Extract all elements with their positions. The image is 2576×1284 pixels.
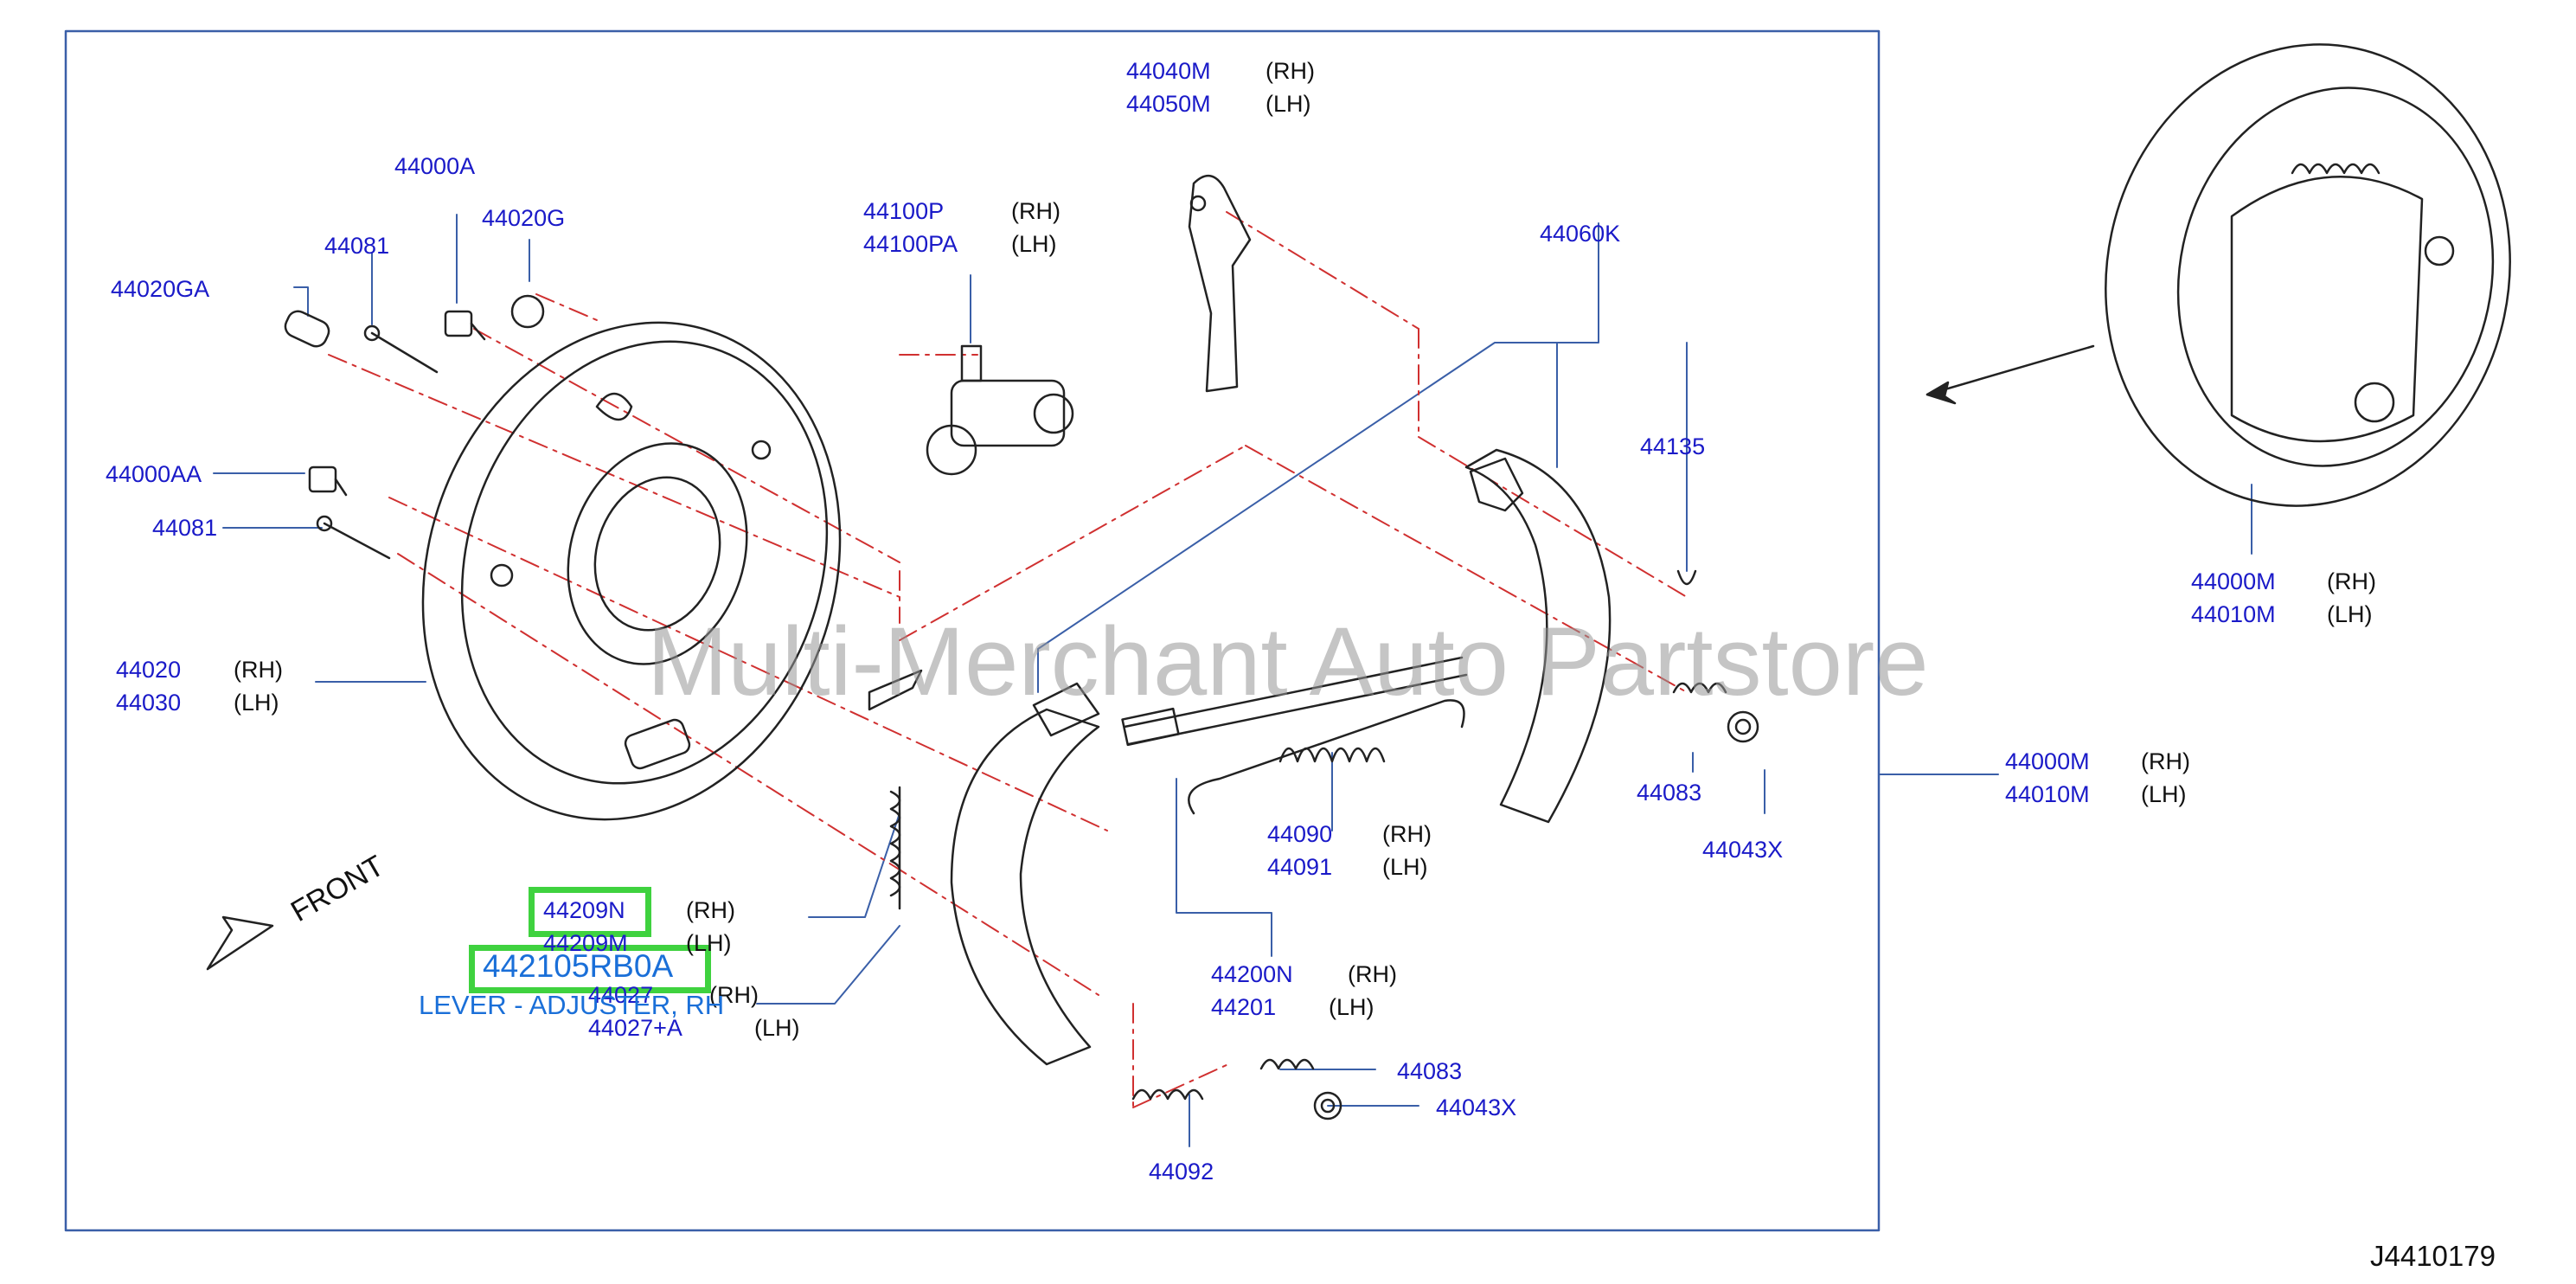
side-designation: (RH) bbox=[2327, 568, 2376, 594]
part-number-44000a[interactable]: 44000A bbox=[394, 153, 476, 179]
part-number-44083[interactable]: 44083 bbox=[1637, 780, 1702, 806]
diagram-frame bbox=[64, 29, 1881, 1232]
part-number-44091[interactable]: 44091 bbox=[1267, 854, 1333, 880]
side-designation: (LH) bbox=[1011, 231, 1057, 257]
part-number-44090[interactable]: 44090 bbox=[1267, 821, 1333, 847]
highlight-box-selected-part bbox=[469, 945, 711, 993]
part-number-44100pa[interactable]: 44100PA bbox=[863, 231, 958, 257]
selected-part-number[interactable]: 442105RB0A bbox=[483, 948, 674, 984]
part-number-44027a[interactable]: 44027+A bbox=[588, 1015, 682, 1041]
side-designation: (LH) bbox=[1382, 854, 1428, 880]
part-number-44010m[interactable]: 44010M bbox=[2005, 781, 2090, 807]
side-designation: (LH) bbox=[754, 1015, 800, 1041]
side-designation: (RH) bbox=[1348, 961, 1397, 987]
part-number-44030[interactable]: 44030 bbox=[116, 690, 182, 716]
part-number-44000m[interactable]: 44000M bbox=[2191, 568, 2276, 594]
part-number-44201[interactable]: 44201 bbox=[1211, 994, 1277, 1020]
part-number-44020ga[interactable]: 44020GA bbox=[111, 276, 210, 302]
side-designation: (RH) bbox=[686, 897, 735, 923]
side-designation: (LH) bbox=[1329, 994, 1375, 1020]
side-designation: (RH) bbox=[1382, 821, 1432, 847]
side-designation: (RH) bbox=[1266, 58, 1315, 84]
part-number-44043x[interactable]: 44043X bbox=[1436, 1095, 1517, 1120]
part-number-44050m[interactable]: 44050M bbox=[1126, 91, 1211, 117]
diagram-code: J4410179 bbox=[2370, 1240, 2496, 1272]
side-designation: (LH) bbox=[2141, 781, 2187, 807]
part-number-44092[interactable]: 44092 bbox=[1149, 1159, 1214, 1184]
part-number-44000m[interactable]: 44000M bbox=[2005, 748, 2090, 774]
part-number-44060k[interactable]: 44060K bbox=[1540, 221, 1621, 247]
side-designation: (LH) bbox=[686, 930, 732, 956]
part-number-44209m[interactable]: 44209M bbox=[543, 930, 628, 956]
side-designation: (LH) bbox=[2327, 601, 2373, 627]
part-number-44135[interactable]: 44135 bbox=[1640, 433, 1706, 459]
part-number-44020[interactable]: 44020 bbox=[116, 657, 182, 683]
part-number-44100p[interactable]: 44100P bbox=[863, 198, 945, 224]
part-number-44043x[interactable]: 44043X bbox=[1702, 837, 1784, 863]
overview-arrow bbox=[1926, 381, 1957, 405]
selected-part-description: LEVER - ADJUSTER, RH bbox=[419, 990, 725, 1020]
highlight-box-44209N bbox=[529, 887, 651, 937]
part-number-44081[interactable]: 44081 bbox=[324, 233, 390, 259]
part-number-44083[interactable]: 44083 bbox=[1397, 1058, 1463, 1084]
part-number-44081[interactable]: 44081 bbox=[152, 515, 218, 541]
side-designation: (RH) bbox=[2141, 748, 2190, 774]
part-number-44200n[interactable]: 44200N bbox=[1211, 961, 1293, 987]
side-designation: (LH) bbox=[1266, 91, 1311, 117]
part-number-44010m[interactable]: 44010M bbox=[2191, 601, 2276, 627]
part-number-44209n[interactable]: 44209N bbox=[543, 897, 625, 923]
part-number-44040m[interactable]: 44040M bbox=[1126, 58, 1211, 84]
side-designation: (LH) bbox=[234, 690, 279, 716]
part-number-44000aa[interactable]: 44000AA bbox=[106, 461, 202, 487]
part-number-44020g[interactable]: 44020G bbox=[482, 205, 566, 231]
part-number-44027[interactable]: 44027 bbox=[588, 982, 654, 1008]
watermark: Multi-Merchant Auto Partstore bbox=[647, 607, 1929, 716]
side-designation: (RH) bbox=[1011, 198, 1061, 224]
front-arrow bbox=[206, 915, 274, 971]
side-designation: (RH) bbox=[234, 657, 283, 683]
side-designation: (RH) bbox=[709, 982, 759, 1008]
